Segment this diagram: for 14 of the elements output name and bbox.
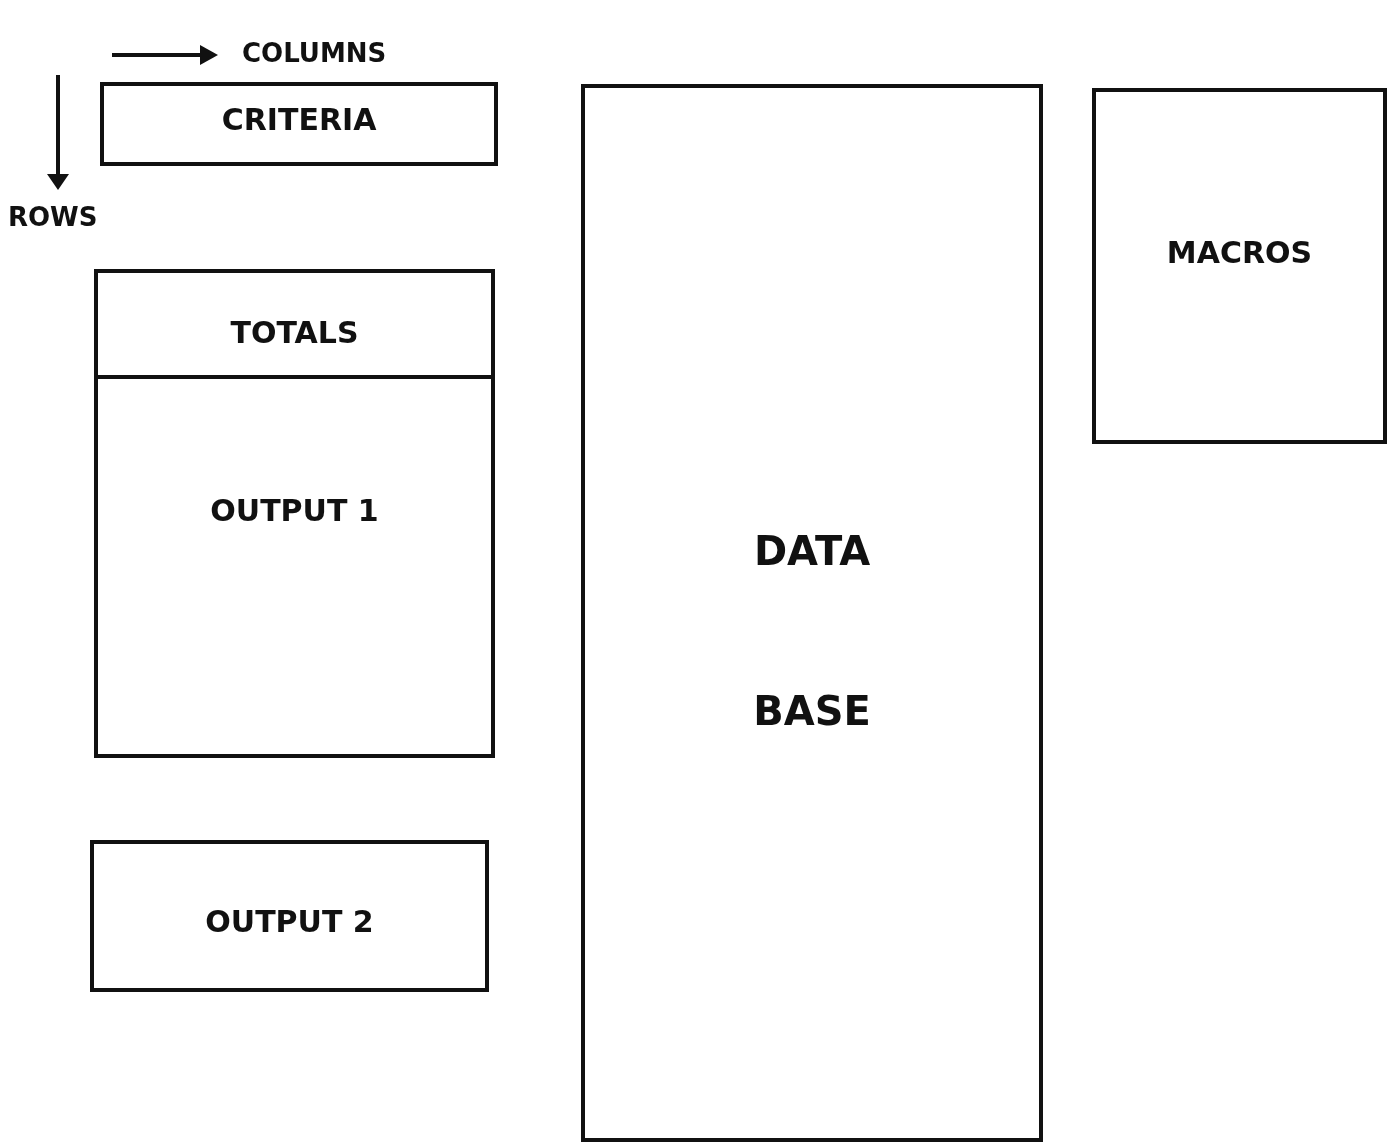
- box-label: DATA: [752, 528, 872, 574]
- box-label: OUTPUT 1: [209, 493, 380, 528]
- box-label: BASE: [752, 688, 872, 734]
- output-box: [90, 840, 489, 992]
- criteria-box: [100, 82, 498, 166]
- box-label: OUTPUT 2: [204, 904, 375, 939]
- axis-label: COLUMNS: [242, 38, 387, 68]
- output-area-box: [94, 269, 495, 758]
- box-label: CRITERIA: [220, 102, 378, 137]
- box-label: MACROS: [1165, 235, 1314, 270]
- axis-label: ROWS: [8, 202, 98, 232]
- header-label: TOTALS: [229, 315, 360, 350]
- macros-box: [1092, 88, 1387, 444]
- database-box: [581, 84, 1043, 1142]
